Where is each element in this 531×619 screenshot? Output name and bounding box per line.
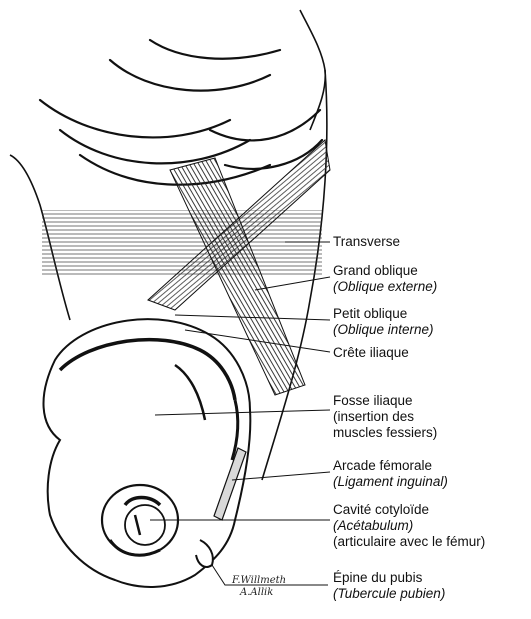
transverse-muscle	[42, 210, 322, 275]
label-crete-iliaque: Crête iliaque	[333, 345, 409, 361]
label-petit-oblique: Petit oblique (Oblique interne)	[333, 306, 434, 338]
label-transverse: Transverse	[333, 234, 400, 250]
label-arcade-femorale: Arcade fémorale (Ligament inguinal)	[333, 458, 448, 490]
leader-grand-oblique	[255, 277, 330, 290]
rib-contours	[40, 40, 322, 185]
label-epine-pubis: Épine du pubis (Tubercule pubien)	[333, 570, 445, 602]
label-cavite-cotyloide: Cavité cotyloïde (Acétabulum) (articulai…	[333, 502, 485, 550]
leader-arcade	[232, 472, 330, 480]
label-fosse-iliaque: Fosse iliaque (insertion des muscles fes…	[333, 393, 437, 441]
label-grand-oblique: Grand oblique (Oblique externe)	[333, 263, 437, 295]
artist-signature: F.Willmeth A.Allik	[232, 575, 286, 599]
